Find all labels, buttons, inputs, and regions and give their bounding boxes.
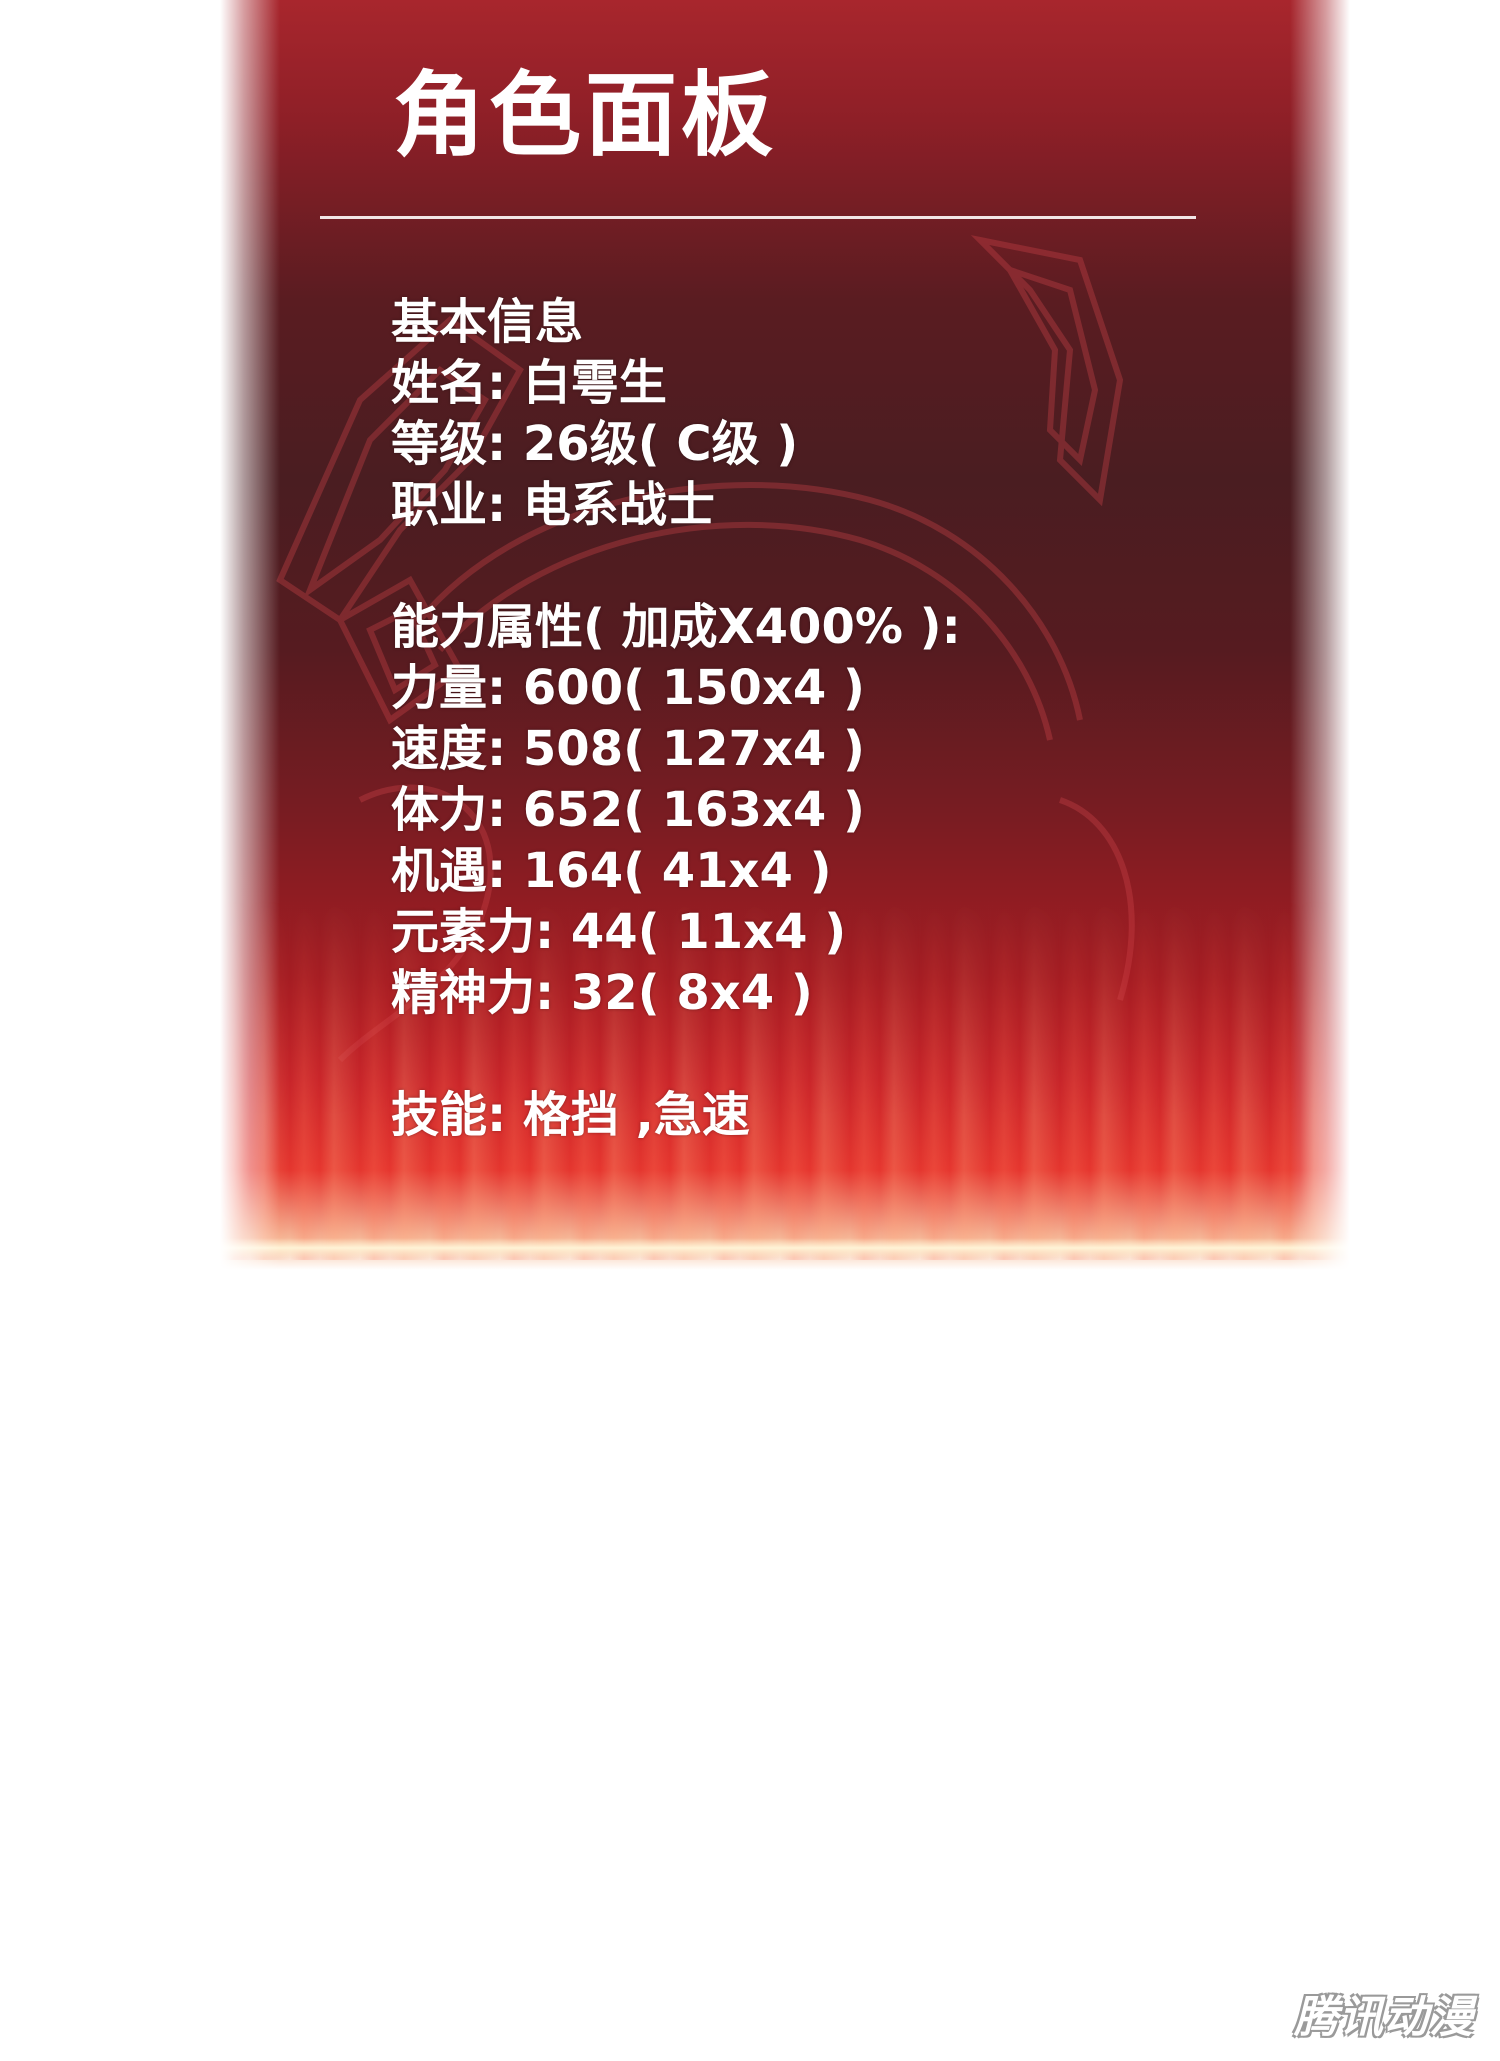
panel-fade-right (1290, 0, 1350, 1270)
attribute-spirit: 精神力: 32( 8x4 ) (391, 965, 813, 1021)
panel-title: 角色面板 (393, 62, 778, 169)
class-line: 职业: 电系战士 (391, 477, 715, 533)
level-line: 等级: 26级( C级 ) (391, 416, 799, 472)
character-status-panel (220, 0, 1350, 1270)
skills-line: 技能: 格挡 ,急速 (391, 1087, 750, 1143)
panel-fade-left (220, 0, 280, 1270)
character-info: 基本信息 姓名: 白雩生 等级: 26级( C级 ) 职业: 电系战士 能力属性… (391, 292, 961, 1146)
attribute-luck: 机遇: 164( 41x4 ) (391, 843, 832, 899)
flame-streaks (220, 900, 1350, 1260)
glow-line (220, 1238, 1350, 1258)
spacer (391, 536, 961, 597)
basic-info-header: 基本信息 (391, 294, 584, 350)
title-divider (320, 216, 1196, 219)
attribute-speed: 速度: 508( 127x4 ) (391, 721, 865, 777)
crest-background-icon (276, 235, 1135, 1063)
attribute-stamina: 体力: 652( 163x4 ) (391, 782, 865, 838)
attribute-element: 元素力: 44( 11x4 ) (391, 904, 847, 960)
watermark-logo: 腾讯动漫 (1294, 1992, 1474, 2043)
attribute-strength: 力量: 600( 150x4 ) (391, 660, 865, 716)
attributes-header: 能力属性( 加成X400% ): (391, 599, 961, 655)
spacer (391, 1024, 961, 1085)
name-line: 姓名: 白雩生 (391, 355, 667, 411)
